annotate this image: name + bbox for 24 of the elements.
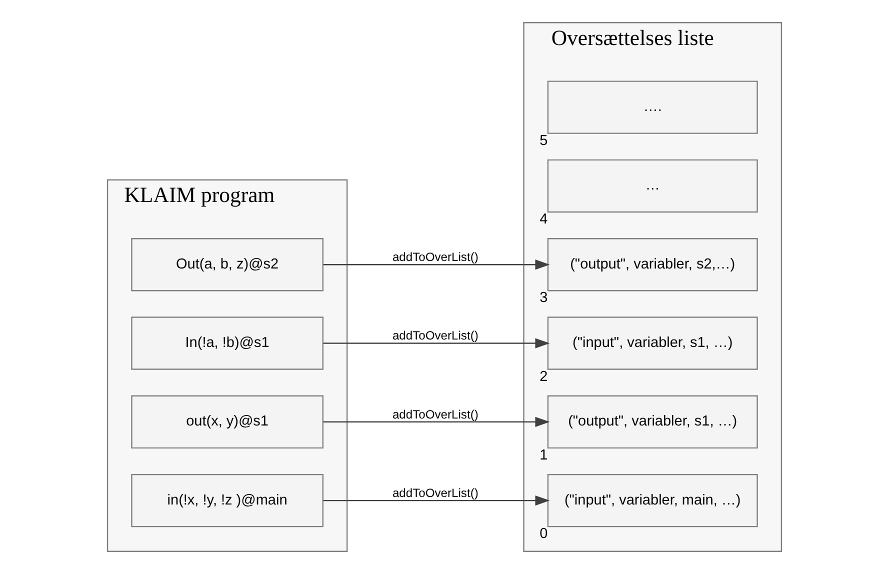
arrow xyxy=(322,495,550,506)
node-label: 2 xyxy=(539,368,548,385)
node-box: in(!x, !y, !z )@main xyxy=(130,474,323,528)
arrow xyxy=(322,260,550,270)
edge-label: addToOverList() xyxy=(392,328,478,343)
edge-label: addToOverList() xyxy=(392,250,478,264)
arrow xyxy=(322,416,550,427)
node-label: 5 xyxy=(539,132,548,149)
node-box: ("input", variabler, main, …) xyxy=(546,474,758,528)
node-box: …. xyxy=(546,80,758,134)
arrow xyxy=(322,338,550,348)
node-label: 0 xyxy=(539,526,548,542)
node-label: 1 xyxy=(539,448,548,464)
node-box: Out(a, b, z)@s2 xyxy=(130,238,323,292)
node-box: … xyxy=(546,159,758,213)
node-box: In(!a, !b)@s1 xyxy=(130,316,323,370)
node-box: ("input", variabler, s1, …) xyxy=(546,316,758,370)
edge-label: addToOverList() xyxy=(392,486,478,500)
node-label: 4 xyxy=(539,212,548,228)
edge-label: addToOverList() xyxy=(392,407,478,422)
node-box: out(x, y)@s1 xyxy=(130,395,323,449)
node-box: ("output", variabler, s2,…) xyxy=(546,238,758,292)
node-box: ("output", variabler, s1, …) xyxy=(546,395,758,449)
node-label: 3 xyxy=(539,290,548,306)
